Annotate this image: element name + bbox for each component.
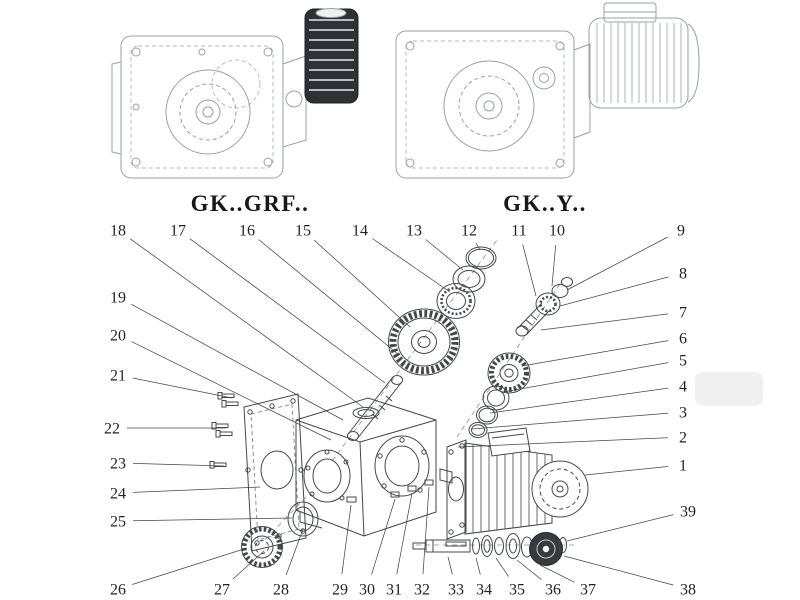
leader-line-part-5: [502, 362, 669, 393]
part-number-23: 23: [110, 456, 126, 473]
assembly-axes: [261, 239, 575, 546]
leader-line-part-29: [341, 504, 352, 575]
part-number-15: 15: [295, 223, 311, 240]
part-number-16: 16: [239, 223, 255, 240]
leader-line-part-21: [132, 377, 233, 399]
output-ring-gear-and-seals: [241, 501, 319, 568]
leader-line-part-1: [584, 466, 669, 476]
part-number-6: 6: [679, 331, 687, 348]
motor-flange: [446, 439, 467, 540]
leader-line-part-15: [313, 239, 411, 328]
part-number-26: 26: [110, 582, 126, 599]
leader-line-part-34: [475, 557, 481, 575]
part-number-39: 39: [680, 504, 696, 521]
leader-line-part-17: [189, 238, 386, 384]
part-number-20: 20: [110, 328, 126, 345]
leader-line-part-26: [132, 547, 248, 585]
leader-line-part-20: [131, 341, 332, 441]
leader-line-part-2: [457, 437, 669, 448]
leader-line-part-39: [566, 514, 674, 542]
leader-line-part-6: [521, 340, 669, 367]
part-number-14: 14: [352, 223, 368, 240]
assembly-plugs: [346, 479, 434, 503]
output-shaft-assembly: [412, 532, 567, 566]
leader-line-part-9: [566, 236, 668, 291]
part-number-19: 19: [110, 290, 126, 307]
part-number-32: 32: [414, 582, 430, 599]
variant-title-gk-grf: GK..GRF..: [190, 191, 310, 216]
part-number-7: 7: [679, 305, 687, 322]
leader-line-part-33: [447, 556, 453, 575]
variant-title-gk-y: GK..Y..: [503, 191, 587, 216]
part-number-37: 37: [580, 582, 596, 599]
leader-line-part-23: [132, 463, 225, 467]
gear-housing: [295, 397, 437, 537]
part-number-31: 31: [386, 582, 402, 599]
leader-line-part-7: [540, 313, 669, 331]
leader-line-part-18: [129, 238, 364, 408]
leader-line-part-14: [372, 238, 451, 293]
part-number-2: 2: [679, 430, 687, 447]
part-number-33: 33: [448, 582, 464, 599]
part-number-1: 1: [679, 458, 687, 475]
motor-assembled: [588, 2, 700, 109]
part-number-36: 36: [545, 582, 561, 599]
part-number-28: 28: [273, 582, 289, 599]
leader-line-part-27: [232, 550, 265, 580]
part-number-34: 34: [476, 582, 492, 599]
part-number-27: 27: [214, 582, 230, 599]
part-number-11: 11: [511, 223, 526, 240]
leader-line-part-19: [131, 303, 344, 421]
part-number-5: 5: [679, 353, 687, 370]
leader-line-part-28: [285, 528, 304, 576]
leader-line-part-31: [396, 492, 413, 575]
assembled-view-gk-grf: [111, 8, 359, 179]
leader-line-part-13: [425, 239, 464, 271]
leader-line-part-38: [563, 555, 674, 586]
part-number-12: 12: [461, 223, 477, 240]
electric-motor: [439, 427, 589, 535]
leader-line-part-30: [371, 498, 396, 575]
leader-line-part-12: [475, 242, 481, 251]
leader-line-part-10: [551, 244, 557, 287]
leader-line-part-32: [422, 486, 430, 575]
part-number-25: 25: [110, 514, 126, 531]
part-number-29: 29: [332, 582, 348, 599]
part-number-13: 13: [406, 223, 422, 240]
intermediate-shaft-gear-stack: [347, 246, 497, 441]
part-number-35: 35: [509, 582, 525, 599]
part-number-38: 38: [680, 582, 696, 599]
input-pinion-stack: [468, 277, 573, 438]
leader-line-part-35: [495, 557, 509, 577]
assembled-view-gk-y: [395, 2, 700, 179]
part-number-21: 21: [110, 368, 126, 385]
part-number-10: 10: [549, 223, 565, 240]
part-number-24: 24: [110, 486, 126, 503]
part-number-8: 8: [679, 266, 687, 283]
part-number-30: 30: [359, 582, 375, 599]
scan-smudge: [695, 372, 763, 406]
leader-line-part-36: [516, 559, 542, 580]
servo-adapter-cover: [304, 8, 359, 104]
fastening-screws: [209, 392, 239, 469]
part-number-17: 17: [170, 223, 186, 240]
part-number-18: 18: [110, 223, 126, 240]
part-number-4: 4: [679, 379, 687, 396]
leader-line-part-4: [489, 387, 669, 414]
leader-line-part-11: [522, 244, 537, 297]
leader-line-part-37: [539, 564, 575, 583]
leader-line-part-25: [132, 517, 293, 522]
part-number-22: 22: [104, 421, 120, 438]
part-number-9: 9: [677, 223, 685, 240]
leader-line-part-16: [258, 239, 400, 356]
leader-line-part-8: [559, 276, 669, 307]
callout-layer: 1234567891011121314151617181920212223242…: [104, 223, 696, 599]
part-number-3: 3: [679, 405, 687, 422]
leader-line-part-3: [471, 412, 669, 430]
leader-line-part-24: [132, 486, 261, 493]
cover-plate: [243, 393, 307, 552]
